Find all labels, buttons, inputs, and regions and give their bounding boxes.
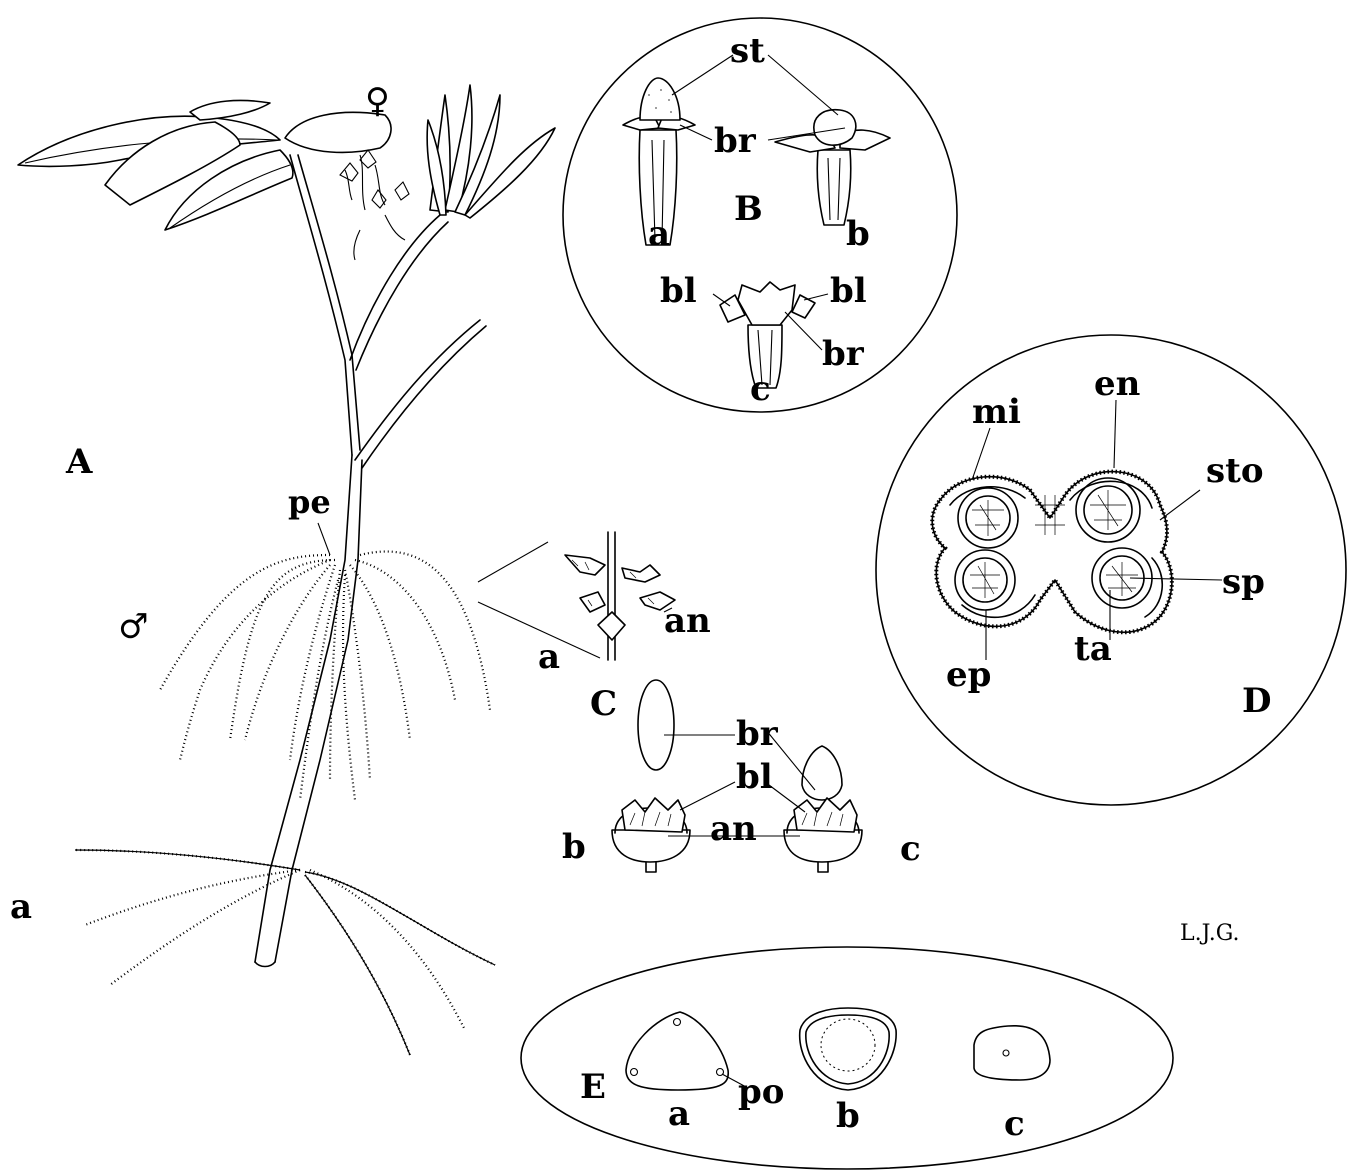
label-c-bl: bl (736, 757, 773, 797)
panel-e-label: E (580, 1067, 606, 1107)
label-c-an: an (710, 809, 757, 849)
label-c-a: a (538, 637, 560, 677)
panel-d-label: D (1242, 681, 1271, 721)
label-br-b2: br (822, 334, 865, 374)
label-an-catkin: an (664, 601, 711, 641)
label-mi: mi (972, 392, 1021, 432)
label-sto: sto (1206, 451, 1264, 491)
label-sp: sp (1222, 562, 1265, 602)
label-bl-left: bl (660, 271, 697, 311)
label-b-c: c (750, 369, 771, 409)
label-st: st (730, 31, 765, 71)
leader-pe (318, 523, 330, 555)
label-c-c: c (900, 829, 921, 869)
panel-b-label: B (734, 189, 763, 229)
label-b-b: b (846, 214, 870, 254)
panel-a-plant-drawing (18, 85, 555, 1055)
label-br-b1: br (714, 121, 757, 161)
male-symbol: ♂ (118, 607, 148, 647)
label-c-b: b (562, 827, 586, 867)
panel-a-label: A (65, 442, 93, 482)
panel-d-section (932, 400, 1222, 660)
label-pe: pe (288, 483, 331, 521)
label-e-a: a (668, 1094, 690, 1134)
label-e-b: b (836, 1096, 860, 1136)
label-po: po (738, 1072, 784, 1112)
signature: L.J.G. (1180, 921, 1240, 946)
label-ta: ta (1074, 629, 1112, 669)
label-en: en (1094, 364, 1140, 404)
label-bl-right: bl (830, 271, 867, 311)
label-b-a: a (648, 214, 670, 254)
label-e-c: c (1004, 1104, 1025, 1144)
label-a-catkin: a (10, 887, 32, 927)
label-ep: ep (946, 655, 991, 695)
female-symbol: ♀ (365, 81, 390, 121)
panel-e-grains (626, 1008, 1050, 1090)
label-c-br: br (736, 714, 779, 754)
panel-c-drawings (478, 532, 862, 872)
panel-c-label: C (590, 684, 617, 724)
